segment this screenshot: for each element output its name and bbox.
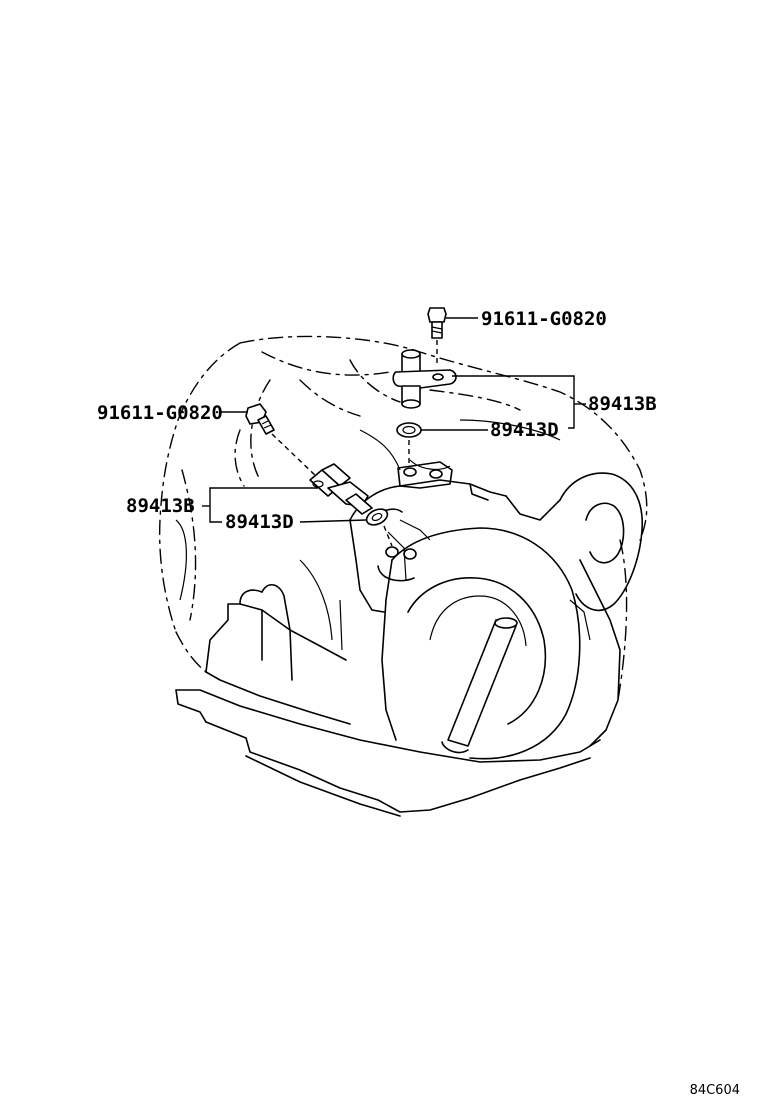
leader-lines [202,317,586,523]
callout-sensor-upper[interactable]: 89413B [588,393,657,415]
o-ring-upper-icon [396,422,422,438]
bolt-upper-icon [427,307,447,339]
o-ring-left-icon [365,508,389,526]
transaxle-case [175,419,643,817]
diagram-code: 84C604 [689,1083,740,1098]
transaxle-housing [158,335,648,701]
callout-o-ring-upper[interactable]: 89413D [490,419,559,441]
bolt-left-icon [245,403,275,435]
callout-sensor-left[interactable]: 89413B [126,495,195,517]
speed-sensor-left-icon [309,463,373,515]
callout-bolt-left[interactable]: 91611-G0820 [97,402,223,424]
upper-sensor-assembly [392,307,457,464]
left-sensor-assembly [245,403,393,547]
speed-sensor-upper-icon [392,349,457,409]
callout-o-ring-left[interactable]: 89413D [225,511,294,533]
callout-bolt-upper[interactable]: 91611-G0820 [481,308,607,330]
